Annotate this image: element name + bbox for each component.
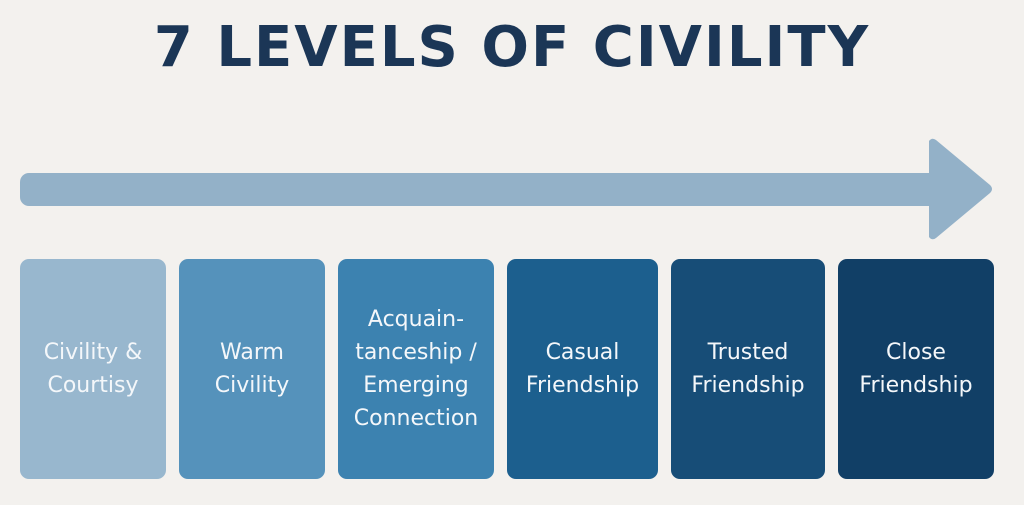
level-card-warm-civility: Warm Civility: [179, 259, 325, 479]
level-card-acquaintanceship: Acquain- tanceship / Emerging Connection: [338, 259, 494, 479]
level-card-casual-friendship: Casual Friendship: [507, 259, 658, 479]
level-label: Close Friendship: [859, 340, 973, 398]
level-label: Trusted Friendship: [691, 340, 805, 398]
level-label: Acquain- tanceship / Emerging Connection: [353, 307, 479, 431]
arrow-shaft: [20, 173, 945, 206]
level-label: Casual Friendship: [525, 340, 640, 398]
level-label: Warm Civility: [214, 340, 290, 398]
arrow-head: [929, 138, 992, 240]
level-card-trusted-friendship: Trusted Friendship: [671, 259, 825, 479]
level-label: Civility & Courtisy: [43, 340, 143, 398]
level-card-close-friendship: Close Friendship: [838, 259, 994, 479]
page-title: 7 LEVELS OF CIVILITY: [153, 15, 871, 80]
level-card-civility-courtisy: Civility & Courtisy: [20, 259, 166, 479]
